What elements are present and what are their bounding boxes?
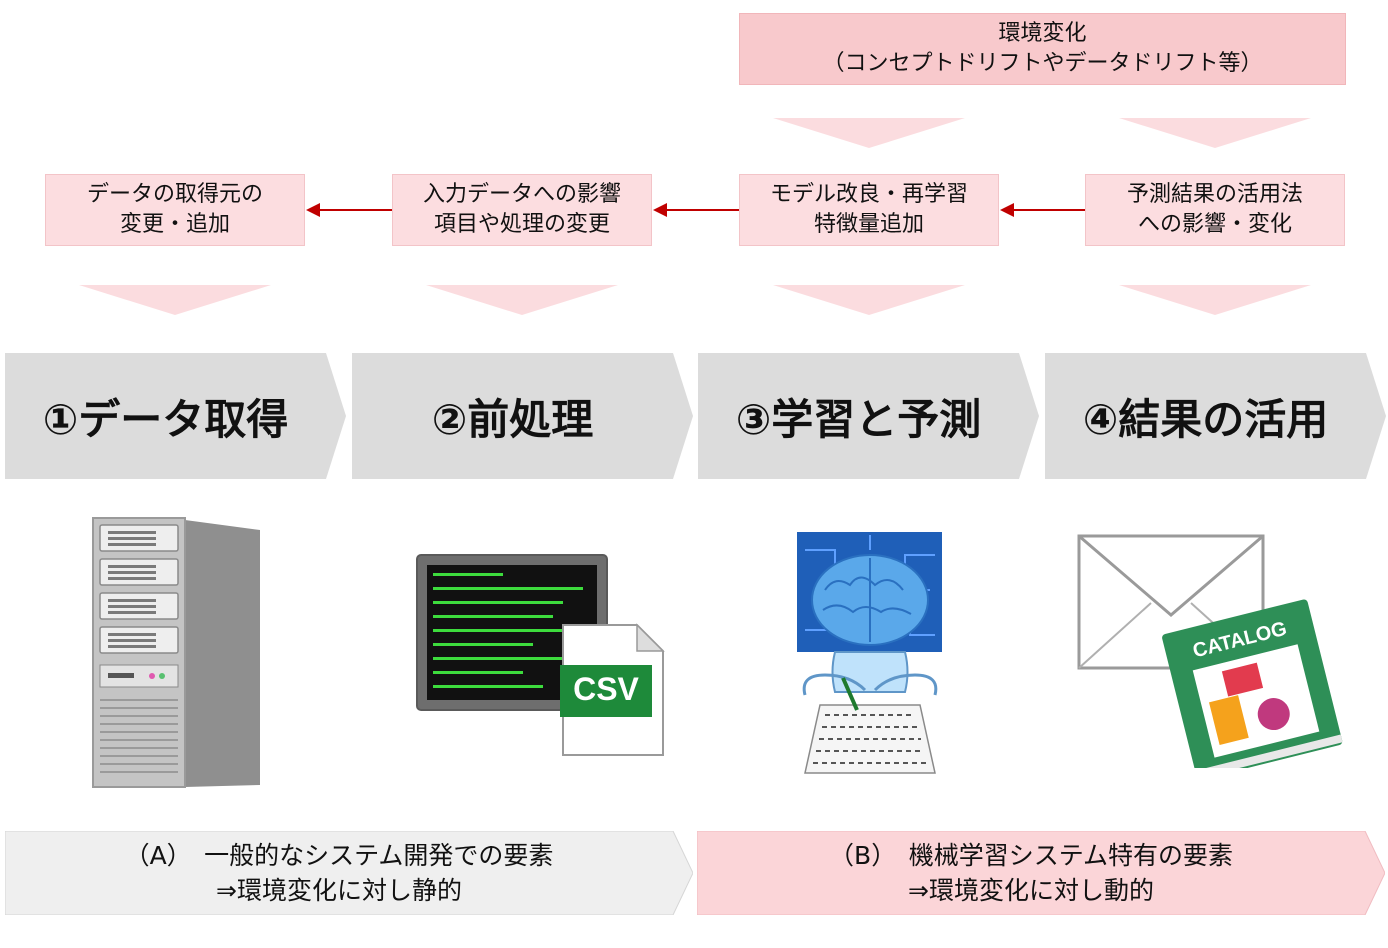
impact-box-line2: 特徴量追加 bbox=[813, 212, 924, 237]
step-preprocessing: ②前処理 bbox=[352, 353, 693, 479]
step-data-acquisition: ①データ取得 bbox=[5, 353, 346, 479]
impact-box-line2: 変更・追加 bbox=[119, 212, 230, 237]
impact-box-line1: 入力データへの影響 bbox=[422, 182, 621, 207]
category-b-line2: ⇒環境変化に対し動的 bbox=[908, 876, 1154, 905]
step-learning-prediction: ③学習と予測 bbox=[698, 353, 1039, 479]
chevron-shape bbox=[697, 831, 1385, 915]
chevron-shape bbox=[1045, 353, 1386, 479]
environment-change-subtitle: （コンセプトドリフトやデータドリフト等） bbox=[822, 51, 1263, 76]
csv-label: CSV bbox=[573, 671, 639, 707]
step-label: ①データ取得 bbox=[42, 394, 289, 444]
impact-box-line1: モデル改良・再学習 bbox=[769, 182, 968, 207]
impact-box-line2: 項目や処理の変更 bbox=[433, 212, 610, 237]
impact-box-line1: データの取得元の bbox=[86, 182, 263, 207]
terminal-csv-icon: CSV bbox=[415, 553, 670, 762]
step-label: ③学習と予測 bbox=[735, 394, 982, 444]
chevron-shape bbox=[352, 353, 693, 479]
down-arrow-env-to-model bbox=[773, 118, 965, 148]
category-a-box: （A） 一般的なシステム開発での要素 ⇒環境変化に対し静的 bbox=[5, 831, 693, 915]
category-b-text: （B） 機械学習システム特有の要素 ⇒環境変化に対し動的 bbox=[697, 831, 1365, 915]
chevron-shape bbox=[5, 831, 693, 915]
impact-box-line2: への影響・変化 bbox=[1137, 212, 1292, 237]
category-a-line2: ⇒環境変化に対し静的 bbox=[216, 876, 462, 905]
impact-box-model: モデル改良・再学習 特徴量追加 bbox=[739, 174, 999, 246]
impact-box-result-usage: 予測結果の活用法 への影響・変化 bbox=[1085, 174, 1345, 246]
environment-change-box: 環境変化 （コンセプトドリフトやデータドリフト等） bbox=[739, 13, 1346, 85]
step-label: ④結果の活用 bbox=[1082, 394, 1329, 444]
category-a-text: （A） 一般的なシステム開発での要素 ⇒環境変化に対し静的 bbox=[5, 831, 673, 915]
chevron-shape bbox=[5, 353, 346, 479]
down-arrow-step2 bbox=[426, 285, 618, 315]
down-arrow-step3 bbox=[773, 285, 965, 315]
category-b-box: （B） 機械学習システム特有の要素 ⇒環境変化に対し動的 bbox=[697, 831, 1385, 915]
category-a-line1: （A） 一般的なシステム開発での要素 bbox=[124, 841, 554, 870]
down-arrow-step1 bbox=[79, 285, 271, 315]
left-arrow-3 bbox=[1000, 203, 1085, 217]
server-icon bbox=[90, 515, 265, 794]
left-arrow-1 bbox=[306, 203, 392, 217]
category-b-line1: （B） 機械学習システム特有の要素 bbox=[829, 841, 1233, 870]
environment-change-title: 環境変化 bbox=[998, 21, 1087, 46]
step-result-usage: ④結果の活用 bbox=[1045, 353, 1386, 479]
left-arrow-2 bbox=[653, 203, 739, 217]
chevron-shape bbox=[698, 353, 1039, 479]
impact-box-input-data: 入力データへの影響 項目や処理の変更 bbox=[392, 174, 652, 246]
step-label: ②前処理 bbox=[431, 394, 594, 444]
ai-brain-icon bbox=[795, 530, 950, 779]
impact-box-line1: 予測結果の活用法 bbox=[1126, 182, 1303, 207]
down-arrow-step4 bbox=[1119, 285, 1311, 315]
impact-box-data-source: データの取得元の 変更・追加 bbox=[45, 174, 305, 246]
mail-catalog-icon: CATALOG bbox=[1076, 533, 1361, 780]
down-arrow-env-to-usage bbox=[1119, 118, 1311, 148]
